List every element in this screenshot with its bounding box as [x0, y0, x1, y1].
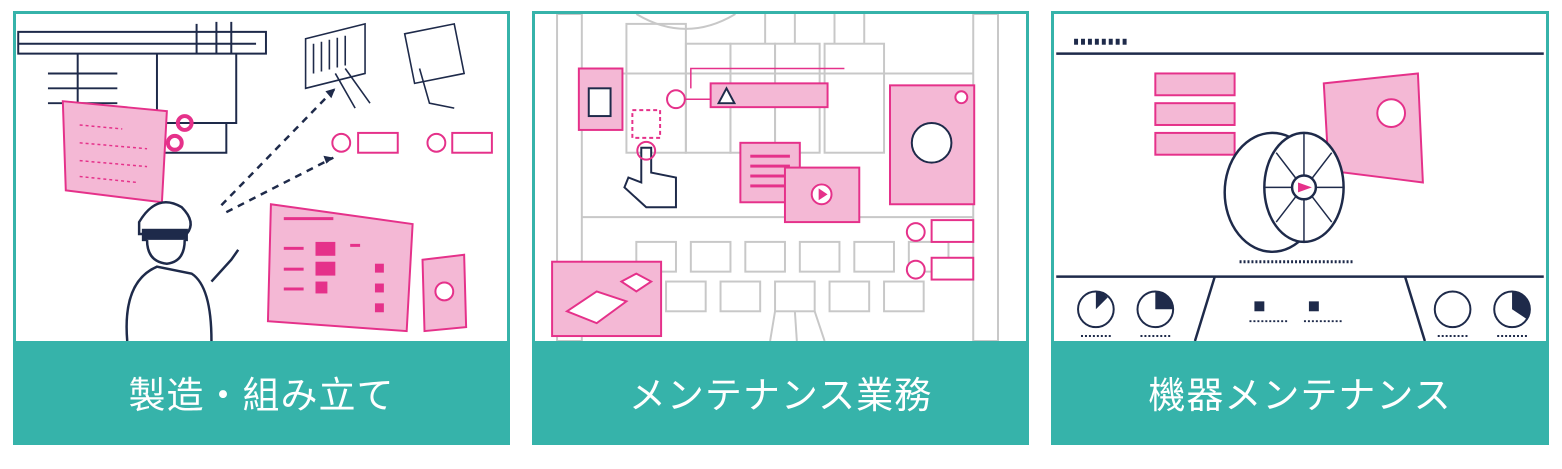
panel-equipment-maintenance: 機器メンテナンス	[1051, 11, 1549, 445]
tag-icon	[331, 131, 493, 154]
label-card	[1154, 72, 1236, 156]
touch-hand-icon	[623, 146, 677, 209]
building-icon	[564, 272, 654, 325]
gauge-icon	[1077, 290, 1531, 329]
worker-icon	[125, 201, 240, 341]
panel-caption: メンテナンス業務	[535, 341, 1026, 442]
panel-caption: 製造・組み立て	[16, 341, 507, 442]
manufacturing-illustration	[16, 14, 507, 341]
flow-arrow-icon	[220, 87, 337, 214]
warning-bar	[709, 82, 829, 109]
equipment-illustration	[1054, 14, 1546, 341]
checklist-card	[61, 100, 168, 204]
warning-icon	[716, 86, 737, 105]
panel-caption: 機器メンテナンス	[1054, 341, 1546, 442]
fan-engine-icon	[1223, 131, 1345, 254]
panel-manufacturing: 製造・組み立て	[13, 11, 510, 445]
data-table-card	[266, 203, 414, 333]
maintenance-illustration	[535, 14, 1026, 341]
blueprint-icon	[304, 22, 466, 109]
panel-maintenance-work: メンテナンス業務	[532, 11, 1029, 445]
